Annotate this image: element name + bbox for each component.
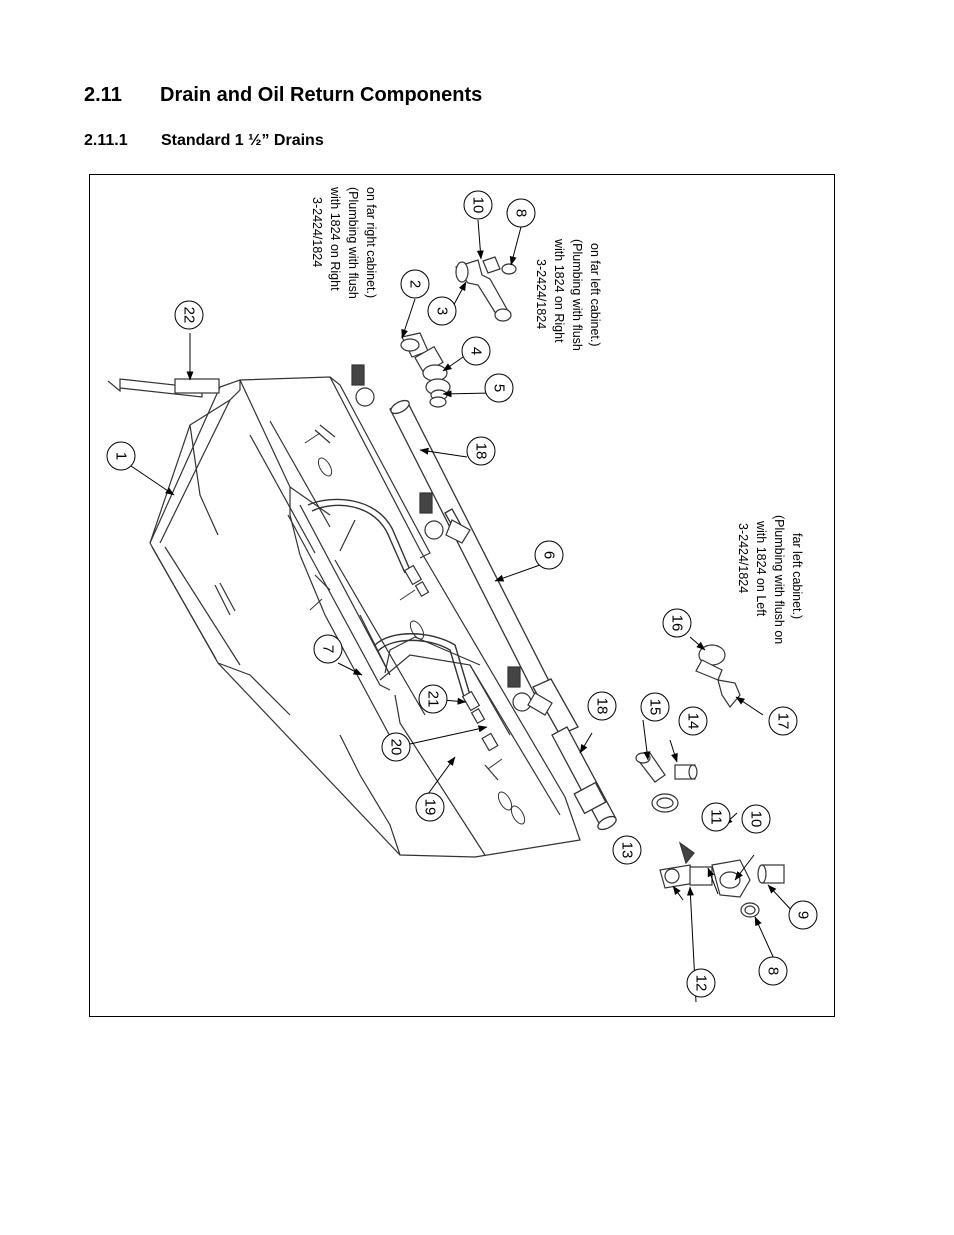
callout-6: 6 <box>534 540 564 570</box>
svg-text:14: 14 <box>685 713 702 730</box>
callout-12: 12 <box>686 968 716 998</box>
callout-16: 16 <box>662 608 692 638</box>
callout-11: 11 <box>701 802 731 832</box>
note-2-line-3: (Plumbing with flush <box>570 239 584 351</box>
drain-rod <box>107 378 220 398</box>
svg-text:15: 15 <box>647 699 664 716</box>
svg-text:16: 16 <box>669 615 686 632</box>
callout-20: 20 <box>381 732 411 762</box>
callout-17: 17 <box>768 706 798 736</box>
svg-text:8: 8 <box>765 967 782 975</box>
subsection-heading: 2.11.1 Standard 1 ½” Drains <box>84 132 324 150</box>
note-lower-right: 3-2424/1824 with 1824 on Left (Plumbing … <box>736 515 804 644</box>
note-3-line-3: (Plumbing with flush on <box>772 515 786 644</box>
fryer-cabinet <box>149 376 581 858</box>
svg-text:12: 12 <box>693 975 710 992</box>
callout-18-lower: 18 <box>587 691 617 721</box>
note-2-line-1: 3-2424/1824 <box>534 259 548 329</box>
callout-14: 14 <box>678 706 708 736</box>
callout-3: 3 <box>427 296 457 326</box>
svg-text:9: 9 <box>795 911 812 919</box>
callout-8-lower: 8 <box>758 956 788 986</box>
svg-text:10: 10 <box>470 197 487 214</box>
callout-10-upper: 10 <box>463 190 493 220</box>
callout-4: 4 <box>461 336 491 366</box>
svg-text:20: 20 <box>388 739 405 756</box>
callout-8-upper: 8 <box>506 198 536 228</box>
flexible-hoses <box>307 498 471 698</box>
svg-text:6: 6 <box>541 551 558 559</box>
callout-13: 13 <box>612 835 642 865</box>
section-title: Drain and Oil Return Components <box>160 84 483 106</box>
svg-text:5: 5 <box>491 384 508 392</box>
note-3-line-2: with 1824 on Left <box>754 520 768 617</box>
callout-7: 7 <box>313 634 343 664</box>
callout-9: 9 <box>788 900 818 930</box>
svg-text:7: 7 <box>320 645 337 653</box>
note-1-line-3: (Plumbing with flush <box>346 187 360 299</box>
note-3-line-1: 3-2424/1824 <box>736 523 750 593</box>
exploded-view-drawing: 1 2 3 4 5 6 7 8 8 9 10 10 11 12 13 14 15… <box>106 186 818 1003</box>
callout-bubbles: 1 2 3 4 5 6 7 8 8 9 10 10 11 12 13 14 15… <box>106 190 818 998</box>
note-2-line-4: on far left cabinet.) <box>588 243 602 347</box>
section-number: 2.11 <box>84 84 122 106</box>
drain-components-diagram: 1 2 3 4 5 6 7 8 8 9 10 10 11 12 13 14 15… <box>89 174 835 1017</box>
subsection-number: 2.11.1 <box>84 132 128 149</box>
subsection-title: Standard 1 ½” Drains <box>161 132 324 149</box>
leader-lines <box>130 219 795 1003</box>
svg-text:8: 8 <box>513 209 530 217</box>
svg-text:21: 21 <box>425 691 442 708</box>
callout-19: 19 <box>415 792 445 822</box>
callout-15: 15 <box>640 692 670 722</box>
callout-10-lower: 10 <box>741 804 771 834</box>
callout-22: 22 <box>174 300 204 330</box>
svg-text:19: 19 <box>422 799 439 816</box>
note-1-line-1: 3-2424/1824 <box>310 197 324 267</box>
callout-5: 5 <box>484 373 514 403</box>
svg-text:3: 3 <box>434 307 451 315</box>
callout-21: 21 <box>418 684 448 714</box>
callout-18-upper: 18 <box>466 436 496 466</box>
svg-text:4: 4 <box>468 347 485 355</box>
svg-text:2: 2 <box>407 280 424 288</box>
callout-1: 1 <box>106 441 136 471</box>
note-3-line-4: far left cabinet.) <box>790 533 804 619</box>
callout-2: 2 <box>400 269 430 299</box>
section-heading: 2.11 Drain and Oil Return Components <box>84 84 482 107</box>
svg-text:17: 17 <box>775 713 792 730</box>
note-upper-left: 3-2424/1824 with 1824 on Right (Plumbing… <box>310 186 378 299</box>
hose-fittings <box>403 564 499 752</box>
note-1-line-4: on far right cabinet.) <box>364 187 378 298</box>
upper-right-fittings <box>400 256 517 408</box>
note-1-line-2: with 1824 on Right <box>328 186 342 291</box>
svg-text:22: 22 <box>181 307 198 324</box>
svg-text:18: 18 <box>473 443 490 460</box>
svg-text:13: 13 <box>619 842 636 859</box>
svg-text:1: 1 <box>113 452 130 460</box>
note-2-line-2: with 1824 on Right <box>552 238 566 343</box>
lower-right-fittings <box>635 644 785 918</box>
drain-valves <box>351 364 553 716</box>
drain-pipe <box>389 399 617 831</box>
svg-text:11: 11 <box>708 809 725 825</box>
svg-text:18: 18 <box>594 698 611 715</box>
cabinet-fasteners <box>304 432 526 825</box>
note-upper-right: 3-2424/1824 with 1824 on Right (Plumbing… <box>534 238 602 351</box>
svg-text:10: 10 <box>748 811 765 828</box>
